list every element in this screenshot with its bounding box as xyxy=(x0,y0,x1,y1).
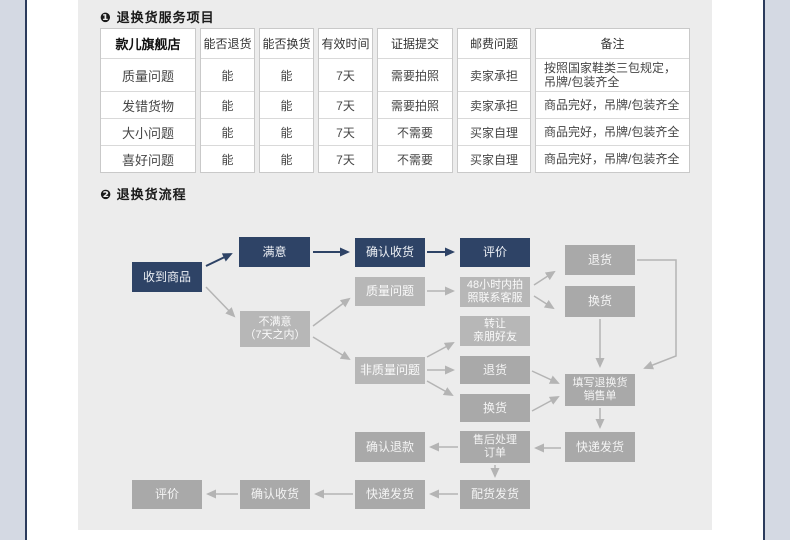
table-cell: 能 xyxy=(260,145,313,172)
table-column-evidence: 证据提交 需要拍照 需要拍照 不需要 不需要 xyxy=(377,28,453,173)
section1-title: ❶ 退换货服务项目 xyxy=(100,10,215,25)
flow-node-receive: 收到商品 xyxy=(132,262,202,292)
table-cell: 需要拍照 xyxy=(378,58,452,91)
table-cell: 能 xyxy=(201,58,254,91)
table-cell: 能 xyxy=(260,91,313,118)
flow-node-satisfied: 满意 xyxy=(239,237,310,267)
table-cell: 7天 xyxy=(319,91,372,118)
flow-node-exchange-a: 换货 xyxy=(565,286,635,317)
table-cell: 大小问题 xyxy=(101,118,195,145)
table-header-cell: 证据提交 xyxy=(390,37,439,51)
flow-node-return-a: 退货 xyxy=(565,245,635,275)
flow-node-exchange-b: 换货 xyxy=(460,394,530,422)
table-cell: 商品完好，吊牌/包装齐全 xyxy=(536,91,689,118)
flow-node-fill-form: 填写退换货 销售单 xyxy=(565,374,635,406)
flow-node-confirm-refund: 确认退款 xyxy=(355,432,425,462)
section2-title: ❷ 退换货流程 xyxy=(100,187,187,202)
table-column-postage: 邮费问题 卖家承担 卖家承担 买家自理 买家自理 xyxy=(457,28,531,173)
flow-node-contact-48h: 48小时内拍 照联系客服 xyxy=(460,277,530,307)
table-cell: 7天 xyxy=(319,118,372,145)
flow-node-non-quality: 非质量问题 xyxy=(355,357,425,384)
table-header-cell: 能否换货 xyxy=(262,37,311,51)
flow-node-review-bottom: 评价 xyxy=(132,480,202,509)
table-cell: 买家自理 xyxy=(458,145,530,172)
table-cell: 能 xyxy=(201,118,254,145)
table-cell: 不需要 xyxy=(378,145,452,172)
table-cell: 能 xyxy=(201,145,254,172)
table-cell: 能 xyxy=(201,91,254,118)
table-cell: 需要拍照 xyxy=(378,91,452,118)
flow-node-quality-issue: 质量问题 xyxy=(355,277,425,306)
table-cell: 发错货物 xyxy=(101,91,195,118)
table-column-can-return: 能否退货 能 能 能 能 xyxy=(200,28,255,173)
table-cell: 喜好问题 xyxy=(101,145,195,172)
flow-node-express-a: 快递发货 xyxy=(565,432,635,462)
table-cell: 能 xyxy=(260,118,313,145)
table-cell: 不需要 xyxy=(378,118,452,145)
table-column-can-exchange: 能否换货 能 能 能 能 xyxy=(259,28,314,173)
table-cell: 按照国家鞋类三包规定， 吊牌/包装齐全 xyxy=(536,58,689,91)
table-cell: 能 xyxy=(260,58,313,91)
table-cell: 商品完好，吊牌/包装齐全 xyxy=(536,145,689,172)
table-cell: 7天 xyxy=(319,145,372,172)
left-frame-line xyxy=(25,0,27,540)
flow-node-unsatisfied: 不满意 （7天之内） xyxy=(240,311,310,347)
table-cell: 买家自理 xyxy=(458,118,530,145)
table-header-cell: 款儿旗舰店 xyxy=(115,37,181,52)
service-table: 款儿旗舰店 质量问题 发错货物 大小问题 喜好问题 能否退货 能 能 能 能 能… xyxy=(100,28,690,173)
table-header-cell: 有效时间 xyxy=(321,37,370,51)
right-side-strip xyxy=(765,0,790,540)
table-header-cell: 备注 xyxy=(600,36,625,51)
table-column-shop: 款儿旗舰店 质量问题 发错货物 大小问题 喜好问题 xyxy=(100,28,196,173)
table-header-cell: 能否退货 xyxy=(203,37,252,51)
table-cell: 质量问题 xyxy=(101,58,195,91)
table-cell: 卖家承担 xyxy=(458,58,530,91)
table-cell: 卖家承担 xyxy=(458,91,530,118)
flow-node-return-b: 退货 xyxy=(460,356,530,384)
flow-node-confirm-receipt-top: 确认收货 xyxy=(355,238,425,267)
flow-node-express-b: 快递发货 xyxy=(355,480,425,509)
table-column-valid-time: 有效时间 7天 7天 7天 7天 xyxy=(318,28,373,173)
flow-node-aftersale-order: 售后处理 订单 xyxy=(460,431,530,463)
table-cell: 7天 xyxy=(319,58,372,91)
flow-node-dispatch-goods: 配货发货 xyxy=(460,480,530,509)
right-frame-line xyxy=(763,0,765,540)
table-cell: 商品完好，吊牌/包装齐全 xyxy=(536,118,689,145)
flow-node-review-top: 评价 xyxy=(460,238,530,267)
flow-node-confirm-receipt-bottom: 确认收货 xyxy=(240,480,310,509)
table-header-cell: 邮费问题 xyxy=(469,37,518,51)
table-column-remark: 备注 按照国家鞋类三包规定， 吊牌/包装齐全 商品完好，吊牌/包装齐全 商品完好… xyxy=(535,28,690,173)
left-side-strip xyxy=(0,0,25,540)
flow-node-transfer-friends: 转让 亲朋好友 xyxy=(460,316,530,346)
